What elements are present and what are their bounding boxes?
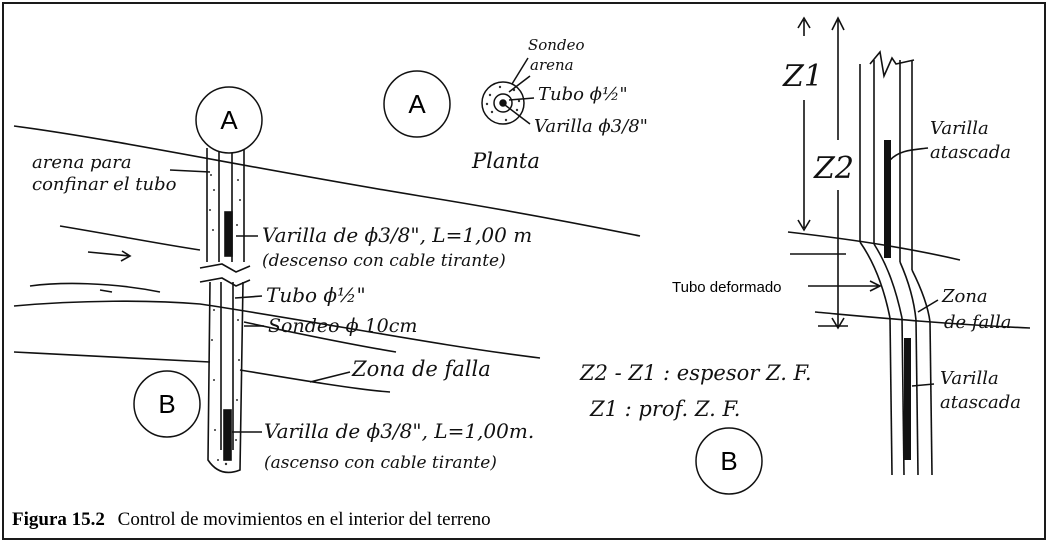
varilla-bottom-bar [223,409,232,461]
plan-title: Planta [471,149,540,173]
varilla-top-bar [224,211,233,257]
z1-arrow [797,16,811,232]
circle-a-left-label: A [220,105,238,135]
slope-line-top [13,125,641,237]
tube-lower-left [901,317,905,476]
sand-speckle [209,174,241,466]
plan-tubo-label: Tubo ϕ½" [538,84,628,105]
plan-leader-varilla [504,104,531,125]
leader-arena [169,169,211,173]
circle-a-left [195,86,263,154]
plan-tubo-circle [493,93,513,113]
circle-a-plan-label: A [408,89,426,119]
leader-varilla-atascada-bottom [911,383,935,387]
tube-deformed-left [873,243,903,319]
hole-lower-right [929,321,933,476]
slope-line-low5 [239,369,391,393]
leader-varilla-atascada-top [889,147,929,161]
borehole-wall [206,148,245,262]
left-section [13,125,641,474]
varilla-atascada-top-label-2: atascada [930,142,1011,163]
sondeo-label: Sondeo ϕ 10cm [268,315,417,337]
tubo-deformado-label: Tubo deformado [672,279,782,296]
circle-b-left-label: B [158,389,175,419]
slope-line-mid [59,225,201,251]
right-section [787,16,1031,476]
arena-label-2: confinar el tubo [32,174,177,195]
z1-label: Z1 [782,59,823,94]
leader-zona-right [917,299,939,313]
plan-varilla-dot [499,99,507,107]
tube-lower-right [915,319,919,476]
z2-label: Z2 [813,151,854,186]
hole-lower-left [889,317,893,476]
slope-line-low2 [13,300,541,359]
leader-tubo [234,295,263,299]
varilla-bottom-label-1: Varilla de ϕ3/8", L=1,00m. [264,419,534,443]
z2-arrow [831,16,845,330]
plan-leader-sondeo [511,57,529,85]
fault-lower [814,311,1031,329]
zona-falla-label: Zona de falla [351,357,491,381]
varilla-atascada-top-label-1: Varilla [930,118,989,139]
equation-line-1: Z2 - Z1 : espesor Z. F. [579,361,812,385]
varilla-atascada-bottom-label-1: Varilla [940,368,999,389]
caption-number: Figura 15.2 [12,509,105,530]
varilla-top-label-2: (descenso con cable tirante) [262,251,506,271]
circle-b-right-label: B [720,446,737,476]
plan-varilla-label: Varilla ϕ3/8" [534,116,648,137]
tubo-label: Tubo ϕ½" [266,283,366,307]
varilla-bottom-label-2: (ascenso con cable tirante) [264,453,497,473]
figure-caption: Figura 15.2 Control de movimientos en el… [12,509,491,531]
caption-text: Control de movimientos en el interior de… [117,509,491,530]
plan-view [481,57,535,125]
slope-line-low1 [29,282,161,293]
zona-falla-right-label-1: Zona [941,286,988,307]
equation-line-2: Z1 : prof. Z. F. [589,397,740,421]
varilla-atascada-bottom-label-2: atascada [940,392,1021,413]
circle-b-right [695,427,763,495]
slope-line-low4 [13,351,211,363]
varilla-atascada-top-bar [884,140,891,258]
plan-leader-arena [508,75,531,93]
tube-deformed-right [899,261,917,321]
zona-falla-right-label-2: de falla [944,312,1012,333]
leader-tubo-deformado [808,280,882,292]
leader-zona [309,371,351,383]
top-break [869,50,915,79]
circle-b-left [133,370,201,438]
arena-label-1: arena para [32,152,132,173]
plan-arena-label: arena [530,56,574,74]
slope-line-low3 [99,289,113,293]
break-mark [199,263,251,287]
borehole-wall-lower [207,281,244,474]
plan-sondeo-circle [481,81,525,125]
tube-inner-lower [220,282,234,450]
fault-upper [787,231,961,261]
varilla-atascada-bottom-bar [904,338,911,460]
plan-leader-tubo [508,97,535,101]
plan-sondeo-label: Sondeo [528,36,584,54]
varilla-top-label-1: Varilla de ϕ3/8", L=1,00 m [262,223,532,247]
circle-a-plan [383,70,451,138]
hole-deformed-right [911,269,931,323]
slope-arrow-left [87,250,132,262]
hole-deformed-left [859,241,891,319]
